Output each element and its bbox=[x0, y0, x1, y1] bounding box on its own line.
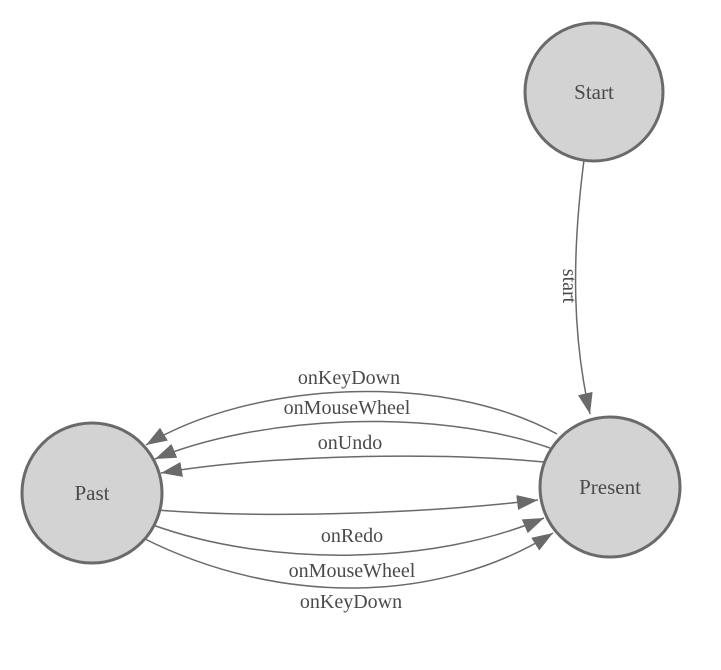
transition-label-onundo: onUndo bbox=[318, 432, 382, 454]
transitions-layer: start onKeyDown onMouseWheel onUndo onRe… bbox=[142, 159, 593, 613]
transition-present-to-past-onundo bbox=[160, 455, 545, 477]
state-node-start[interactable]: Start bbox=[523, 21, 665, 163]
transition-past-to-present-onkeydown bbox=[142, 532, 554, 589]
transition-label-start: start bbox=[558, 269, 580, 304]
transition-label-onmousewheel-top: onMouseWheel bbox=[284, 397, 411, 419]
transition-present-to-past-onmousewheel bbox=[154, 420, 551, 460]
transition-past-to-present-onredo bbox=[156, 495, 539, 516]
state-circle-start[interactable] bbox=[523, 21, 665, 163]
state-label-present: Present bbox=[579, 475, 641, 499]
transition-label-onkeydown-bottom: onKeyDown bbox=[300, 591, 402, 613]
transition-start-to-present bbox=[574, 159, 593, 415]
state-node-past[interactable]: Past bbox=[20, 421, 164, 565]
transition-past-to-present-onmousewheel bbox=[149, 517, 545, 556]
state-circle-present[interactable] bbox=[538, 415, 682, 559]
state-label-start: Start bbox=[574, 80, 614, 104]
transition-label-onredo: onRedo bbox=[321, 525, 383, 547]
state-label-past: Past bbox=[74, 481, 109, 505]
state-circle-past[interactable] bbox=[20, 421, 164, 565]
transition-label-onmousewheel-bottom: onMouseWheel bbox=[289, 560, 416, 582]
transition-present-to-past-onkeydown bbox=[145, 390, 558, 446]
transition-label-onkeydown-top: onKeyDown bbox=[298, 367, 400, 389]
state-node-present[interactable]: Present bbox=[538, 415, 682, 559]
